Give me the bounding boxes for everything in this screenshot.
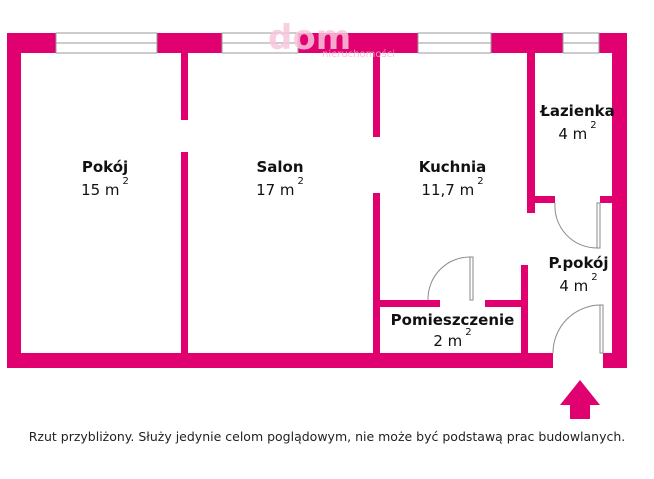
wall-pom-top-2 xyxy=(485,300,528,307)
wall-bottom-left xyxy=(7,353,553,368)
wall-lazienka-bottom-2 xyxy=(600,196,612,203)
room-name: Salon xyxy=(256,158,304,176)
wall-pom-right xyxy=(521,265,528,353)
svg-text:nieruchomości: nieruchomości xyxy=(322,48,395,60)
arrow-up-icon xyxy=(560,380,600,419)
disclaimer-text: Rzut przybliżony. Służy jedynie celom po… xyxy=(28,429,626,444)
wall-right xyxy=(612,33,627,368)
wall-top-2 xyxy=(157,33,222,53)
wall-top-4 xyxy=(491,33,563,53)
wall-pokoj-salon-upper xyxy=(181,52,188,120)
door-pomieszczenie xyxy=(427,256,474,301)
room-name: Kuchnia xyxy=(418,158,487,176)
wall-salon-kuchnia-lower xyxy=(373,193,380,353)
door-lazienka xyxy=(554,202,601,249)
wall-lazienka-bottom-1 xyxy=(527,196,555,203)
wall-salon-kuchnia-upper xyxy=(373,52,380,137)
wall-left xyxy=(7,33,21,368)
svg-text:dom: dom xyxy=(268,18,351,58)
wall-bottom-right xyxy=(603,353,627,368)
room-name: Łazienka xyxy=(540,102,615,120)
watermark: dom nieruchomości xyxy=(268,18,395,60)
room-name: P.pokój xyxy=(548,254,609,272)
wall-pokoj-salon-lower xyxy=(181,152,188,353)
room-name: Pomieszczenie xyxy=(390,311,515,329)
wall-top-3 xyxy=(298,33,418,53)
wall-lazienka-left xyxy=(527,52,535,213)
door-entrance xyxy=(552,304,604,354)
wall-pom-top-1 xyxy=(380,300,440,307)
room-name: Pokój xyxy=(81,158,129,176)
